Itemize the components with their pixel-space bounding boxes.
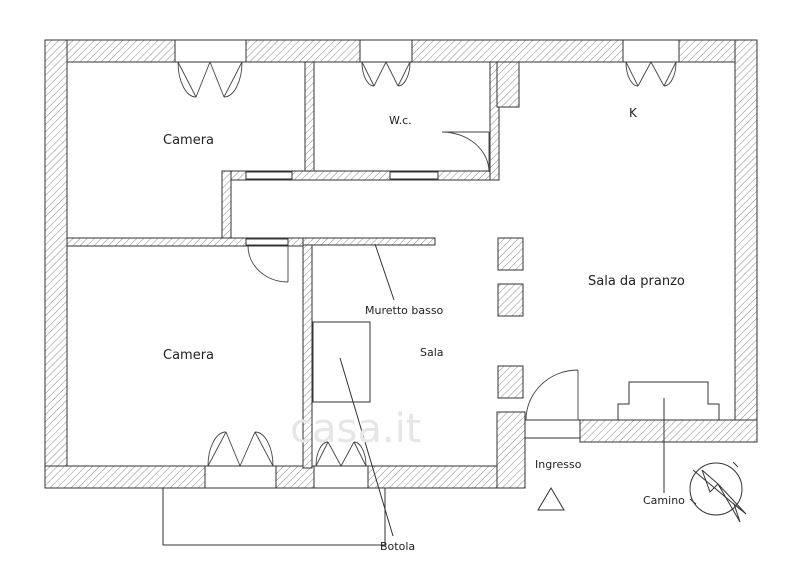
opening-corridor-2	[389, 171, 439, 180]
window-wc	[359, 39, 413, 63]
doors	[247, 131, 579, 421]
label-k: K	[629, 106, 638, 120]
label-camera-bottom: Camera	[163, 348, 214, 363]
wall-right	[734, 39, 758, 443]
interior-walls	[66, 61, 520, 469]
ingresso-arrow-icon	[537, 487, 565, 511]
doorway-ingresso	[524, 419, 581, 439]
wall-wc-right	[489, 61, 500, 181]
wall-bottom-right	[579, 419, 758, 443]
door-wc	[441, 131, 490, 173]
compass-icon	[689, 461, 747, 523]
window-camera-top	[174, 39, 247, 63]
wall-bottom-left	[44, 465, 526, 489]
door-ingresso	[525, 369, 579, 421]
room-labels: Camera W.c. K Camera Sala Sala da pranzo	[163, 106, 685, 363]
watermark: casa.it	[290, 406, 421, 452]
wall-left	[44, 39, 68, 488]
window-sala	[313, 465, 369, 489]
window-k	[622, 39, 680, 63]
pillars	[497, 237, 524, 399]
opening-corridor-1	[245, 171, 293, 180]
leader-lines	[339, 243, 665, 537]
window-camera-bottom	[204, 465, 277, 489]
label-botola: Botola	[380, 540, 415, 553]
camino-fireplace	[617, 381, 720, 421]
label-camino: Camino	[643, 494, 685, 507]
leader-botola	[339, 357, 394, 537]
label-ingresso: Ingresso	[535, 458, 582, 471]
wall-entrance-jamb	[496, 411, 526, 489]
pillar-2	[497, 283, 524, 317]
windows	[174, 39, 680, 489]
botola-hatch	[312, 321, 371, 403]
wall-wc-k-block	[496, 61, 520, 108]
balcony-outline	[162, 488, 386, 546]
pillar-3	[497, 365, 524, 399]
leader-muretto	[374, 243, 395, 301]
pillar-1	[497, 237, 524, 271]
label-sala-pranzo: Sala da pranzo	[588, 274, 685, 289]
label-sala: Sala	[420, 346, 444, 359]
window-swings	[177, 61, 677, 467]
label-camera-top: Camera	[163, 133, 214, 148]
door-camera-bottom	[247, 245, 289, 283]
label-muretto: Muretto basso	[365, 304, 444, 317]
annotation-labels: Muretto basso Botola Ingresso Camino	[365, 304, 685, 553]
wall-camera-wc	[304, 61, 315, 179]
muretto-basso-wall	[302, 237, 436, 246]
opening-camera-bottom	[245, 238, 289, 246]
wall-corridor	[221, 170, 232, 246]
label-wc: W.c.	[389, 114, 412, 127]
